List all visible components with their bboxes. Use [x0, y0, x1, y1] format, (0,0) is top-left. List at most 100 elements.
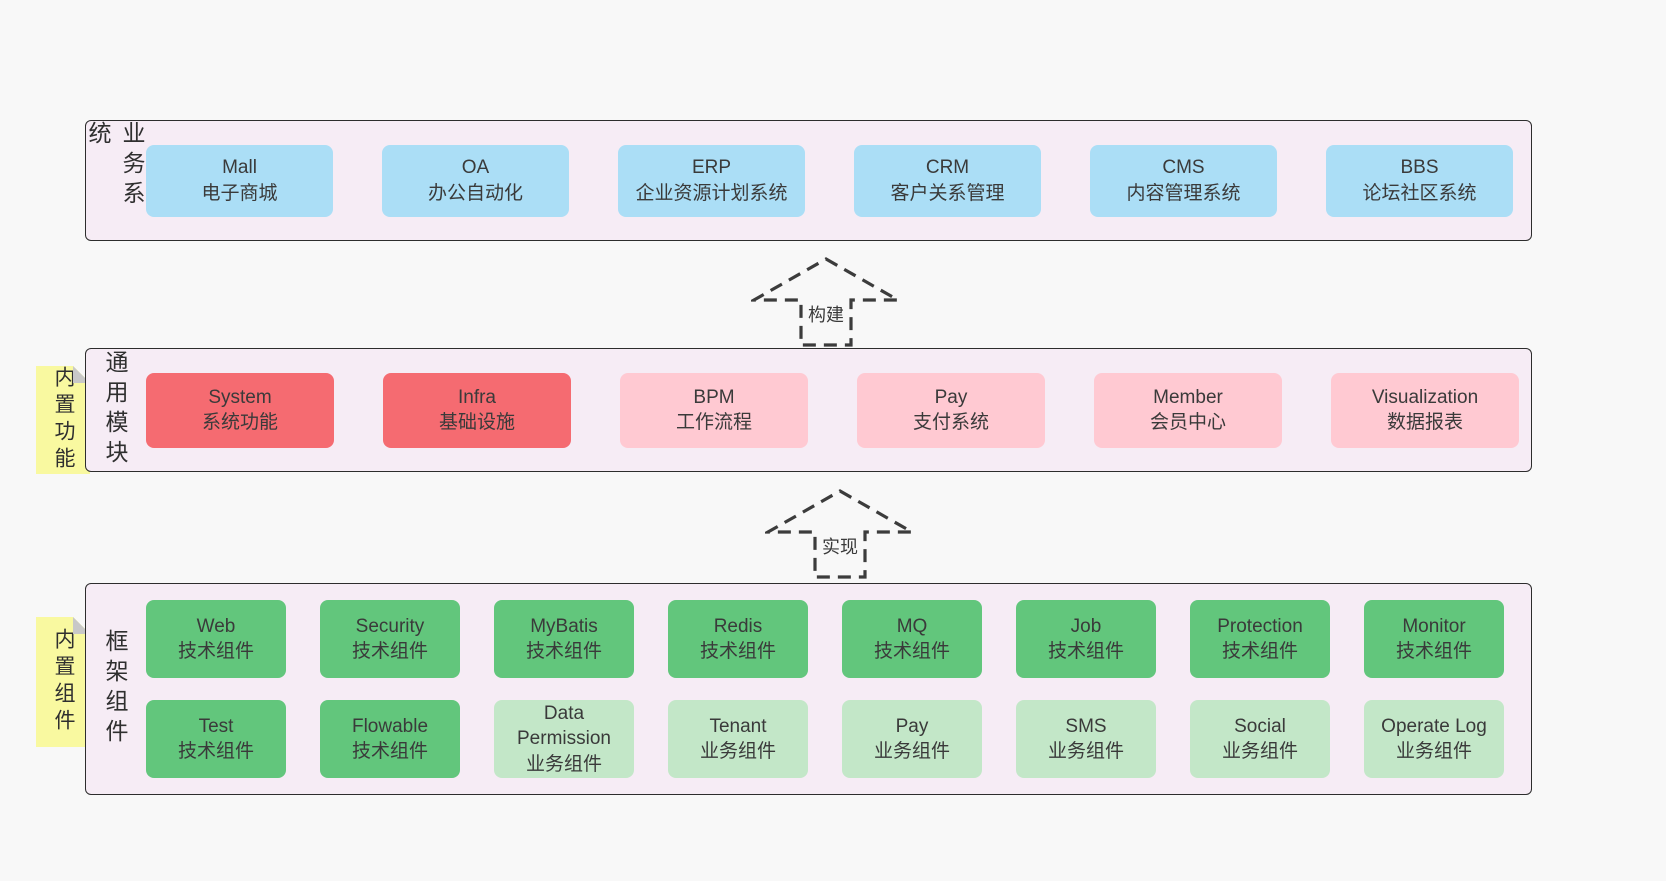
- sticky-note-builtin-components-text: 内置组件: [52, 628, 75, 736]
- module-box-name: Infra: [457, 386, 497, 408]
- module-box-name: Pay: [895, 715, 929, 737]
- module-box-subtitle: 技术组件: [1221, 641, 1298, 662]
- sticky-note-builtin-components: 内置组件: [36, 617, 90, 747]
- box-row: Mall 电子商城 OA 办公自动化 ERP 企业资源计划系统 CRM 客户关系管理 CMS 内容…: [146, 144, 1515, 217]
- module-box-name: MQ: [896, 615, 928, 637]
- module-box-subtitle: 业务组件: [1395, 741, 1472, 762]
- module-box-erp: ERP 企业资源计划系统: [618, 144, 805, 217]
- module-box-subtitle: 办公自动化: [427, 182, 523, 204]
- module-box-test: Test 技术组件: [146, 700, 286, 778]
- arrow-build-label: 构建: [805, 300, 847, 328]
- module-box-name: ERP: [691, 157, 732, 179]
- module-box-name: Redis: [713, 615, 763, 637]
- module-box-subtitle: 业务组件: [1221, 741, 1298, 762]
- module-box-bpm: BPM 工作流程: [620, 372, 808, 448]
- module-box-subtitle: 数据报表: [1386, 412, 1463, 433]
- module-box-crm: CRM 客户关系管理: [854, 144, 1041, 217]
- module-box-mall: Mall 电子商城: [146, 144, 333, 217]
- module-box-subtitle: 技术组件: [1047, 641, 1124, 662]
- module-box-subtitle: 基础设施: [438, 412, 515, 433]
- module-box-name: MyBatis: [530, 615, 598, 637]
- module-box-name: CMS: [1162, 157, 1205, 179]
- module-box-name: Member: [1153, 386, 1223, 408]
- module-box-cms: CMS 内容管理系统: [1090, 144, 1277, 217]
- module-box-subtitle: 客户关系管理: [890, 182, 1005, 204]
- module-box-subtitle: 业务组件: [525, 753, 602, 775]
- module-box-name: BBS: [1400, 157, 1439, 179]
- module-box-name: BPM: [693, 386, 735, 408]
- module-box-subtitle: 技术组件: [351, 641, 428, 662]
- module-box-sms: SMS 业务组件: [1016, 700, 1156, 778]
- arrow-implement: 实现: [765, 488, 915, 580]
- module-box-name: Operate Log: [1381, 715, 1487, 737]
- module-box-subtitle: 业务组件: [699, 741, 776, 762]
- module-box-subtitle: 电子商城: [201, 182, 278, 204]
- module-box-redis: Redis 技术组件: [668, 600, 808, 678]
- business-systems-boxes: Mall 电子商城 OA 办公自动化 ERP 企业资源计划系统 CRM 客户关系管理 CMS 内容…: [146, 121, 1515, 240]
- sticky-note-builtin-functions: 内置功能: [36, 366, 90, 474]
- module-box-name: Test: [198, 715, 234, 737]
- module-box-subtitle: 技术组件: [351, 741, 428, 762]
- module-box-tenant: Tenant 业务组件: [668, 700, 808, 778]
- panel-business-systems: 业务系统 Mall 电子商城 OA 办公自动化 ERP 企业资源计划系统 CRM 客户关系管理…: [85, 120, 1532, 241]
- module-box-member: Member 会员中心: [1094, 372, 1282, 448]
- module-box-subtitle: 技术组件: [177, 641, 254, 662]
- module-box-protection: Protection 技术组件: [1190, 600, 1330, 678]
- module-box-bbs: BBS 论坛社区系统: [1326, 144, 1513, 217]
- module-box-operate-log: Operate Log 业务组件: [1364, 700, 1504, 778]
- module-box-security: Security 技术组件: [320, 600, 460, 678]
- module-box-subtitle: 会员中心: [1149, 412, 1226, 433]
- module-box-infra: Infra 基础设施: [383, 372, 571, 448]
- module-box-job: Job 技术组件: [1016, 600, 1156, 678]
- module-box-subtitle: 技术组件: [525, 641, 602, 662]
- panel-framework-components-label: 框架组件: [102, 629, 128, 749]
- module-box-name: Protection: [1217, 615, 1303, 637]
- module-box-subtitle: 论坛社区系统: [1362, 182, 1477, 204]
- module-box-name: System: [208, 386, 272, 408]
- module-box-subtitle: 工作流程: [675, 412, 752, 433]
- up-block-arrow-icon: [751, 257, 901, 347]
- panel-common-modules-label: 通用模块: [102, 350, 128, 470]
- arrow-build: 构建: [751, 256, 901, 348]
- module-box-name: Tenant: [709, 715, 767, 737]
- module-box-name: SMS: [1065, 715, 1107, 737]
- arrow-implement-label: 实现: [819, 532, 861, 560]
- module-box-name: Mall: [222, 157, 257, 179]
- module-box-subtitle: 业务组件: [1047, 741, 1124, 762]
- module-box-subtitle: 技术组件: [177, 741, 254, 762]
- module-box-name: Monitor: [1402, 615, 1466, 637]
- module-box-subtitle: 业务组件: [873, 741, 950, 762]
- module-box-name: CRM: [925, 157, 970, 179]
- module-box-name: Security: [355, 615, 425, 637]
- module-box-name: Web: [196, 615, 236, 637]
- module-box-web: Web 技术组件: [146, 600, 286, 678]
- up-block-arrow-icon: [765, 489, 915, 579]
- sticky-note-builtin-functions-text: 内置功能: [52, 366, 75, 474]
- module-box-mq: MQ 技术组件: [842, 600, 982, 678]
- module-box-name: Data Permission: [517, 703, 611, 750]
- module-box-subtitle: 技术组件: [873, 641, 950, 662]
- module-box-subtitle: 企业资源计划系统: [635, 182, 788, 204]
- module-box-subtitle: 技术组件: [699, 641, 776, 662]
- panel-business-systems-label: 业务系统: [85, 121, 145, 211]
- module-box-name: Social: [1234, 715, 1286, 737]
- module-box-oa: OA 办公自动化: [382, 144, 569, 217]
- module-box-mybatis: MyBatis 技术组件: [494, 600, 634, 678]
- module-box-name: Job: [1070, 615, 1102, 637]
- module-box-subtitle: 系统功能: [201, 412, 278, 433]
- module-box-subtitle: 内容管理系统: [1126, 182, 1241, 204]
- module-box-subtitle: 技术组件: [1395, 641, 1472, 662]
- module-box-name: Pay: [934, 386, 968, 408]
- module-box-name: OA: [461, 157, 490, 179]
